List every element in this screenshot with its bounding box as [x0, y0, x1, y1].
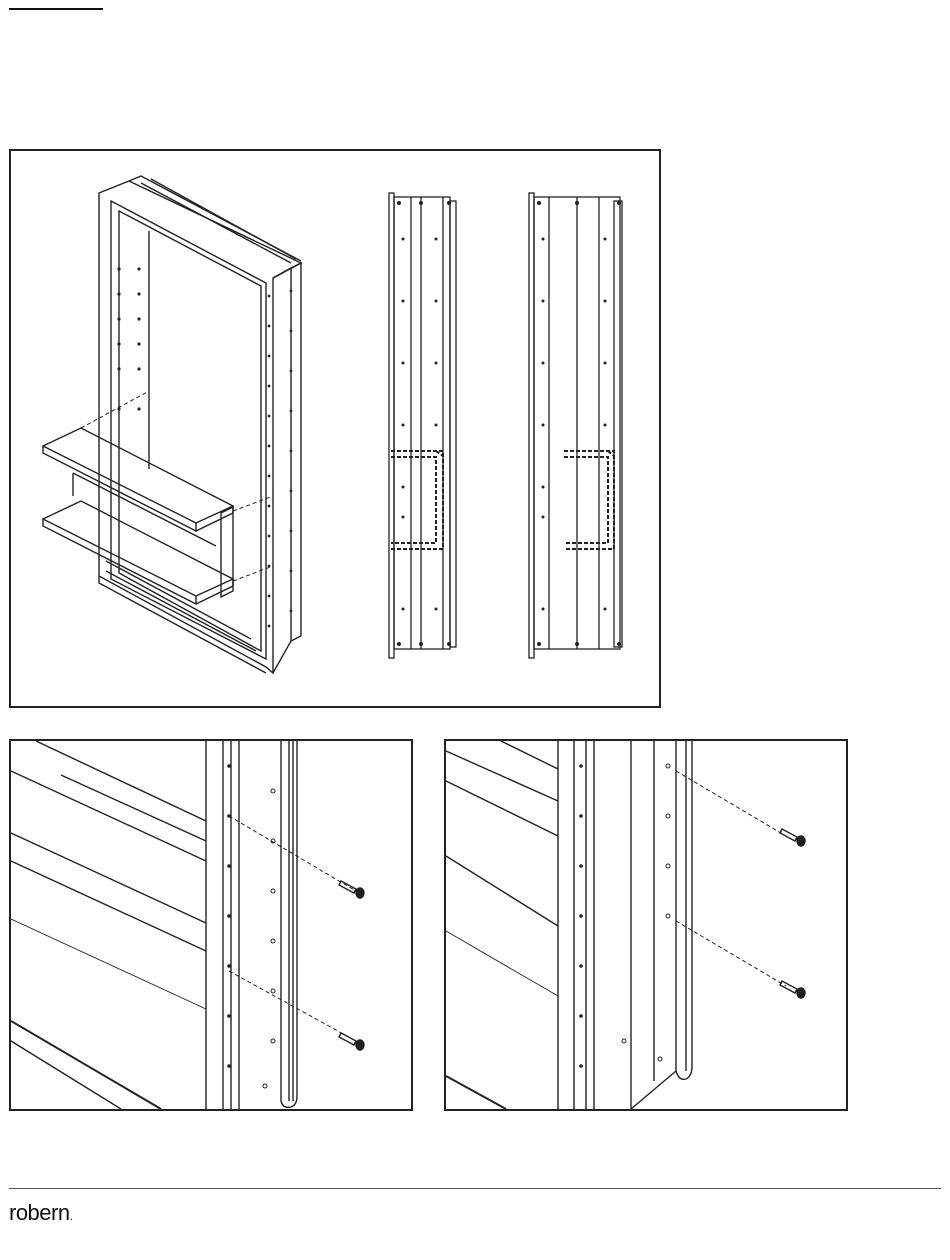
- screw-icon: [780, 829, 805, 846]
- detail-panel-right: [444, 739, 848, 1111]
- side-elevation-a: [389, 193, 456, 658]
- screw-detail-right-illustration: [446, 741, 846, 1109]
- cabinet-isometric-illustration: [11, 151, 659, 706]
- brand-logo: robern.: [9, 1200, 72, 1226]
- screw-icon: [339, 881, 364, 898]
- detail-panel-left: [9, 739, 413, 1111]
- screw-icon: [780, 981, 805, 998]
- main-illustration-panel: [9, 149, 661, 708]
- heading-underline: [9, 8, 103, 10]
- screw-detail-left-illustration: [11, 741, 411, 1109]
- footer-divider: [9, 1188, 941, 1189]
- screw-icon: [339, 1033, 364, 1050]
- brand-logo-mark: .: [70, 1209, 73, 1223]
- side-elevation-a-bracket: [391, 451, 443, 549]
- brand-logo-text: robern: [9, 1200, 70, 1225]
- side-elevation-b-bracket: [564, 451, 614, 549]
